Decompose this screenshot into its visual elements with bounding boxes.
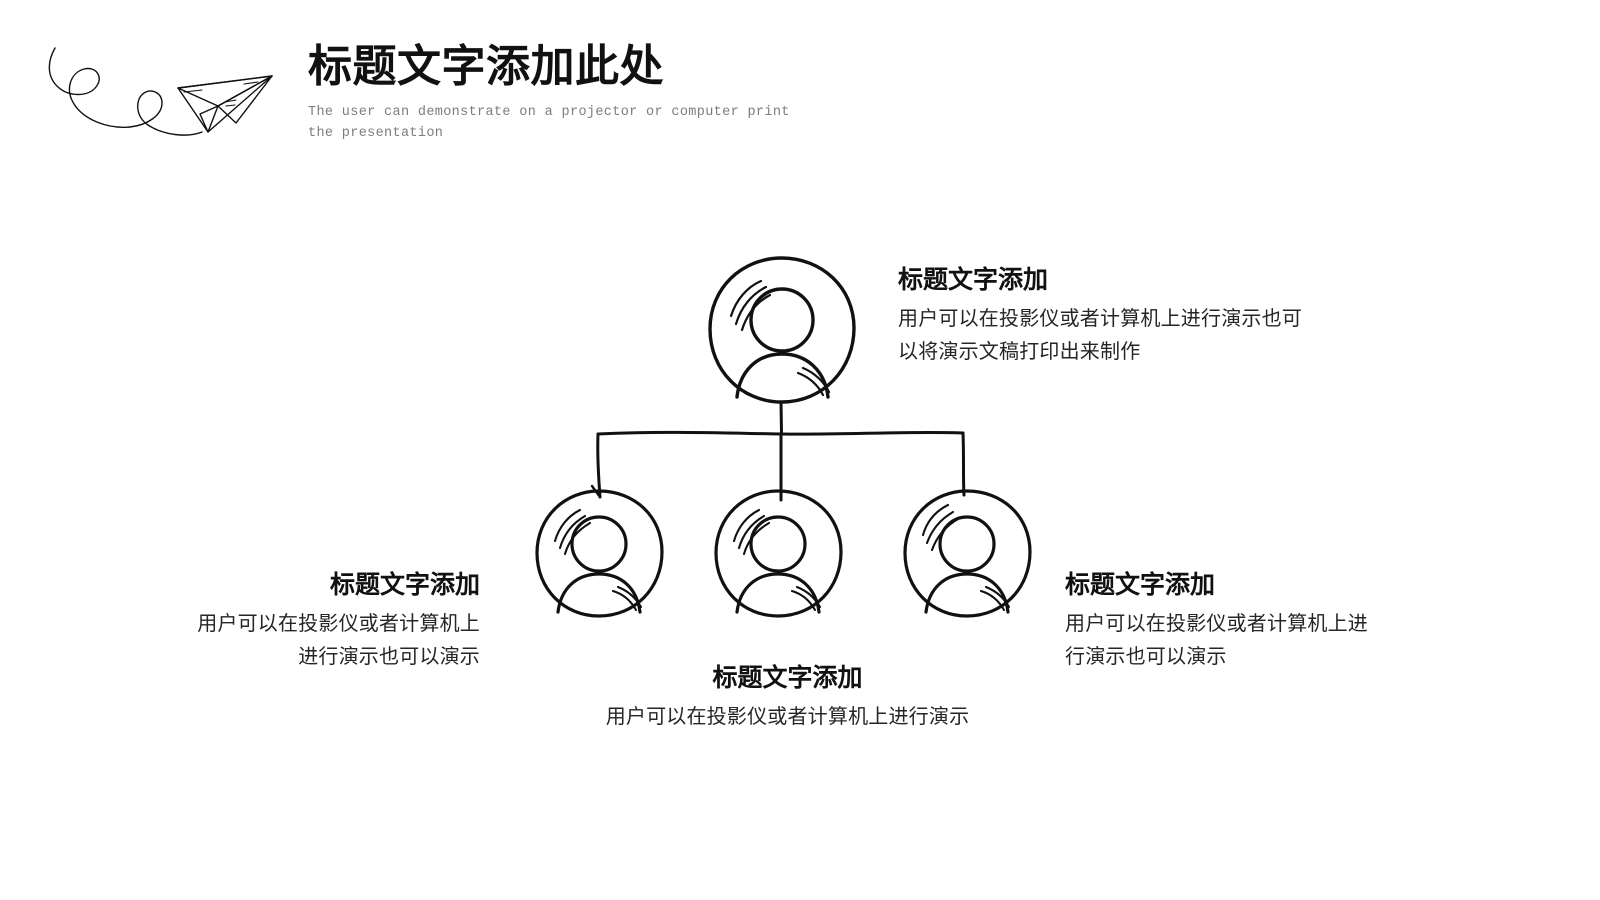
node-body-child-3: 用户可以在投影仪或者计算机上进行演示也可以演示	[1065, 613, 1368, 668]
node-text-root: 标题文字添加 用户可以在投影仪或者计算机上进行演示也可以将演示文稿打印出来制作	[898, 265, 1328, 368]
node-body-root: 用户可以在投影仪或者计算机上进行演示也可以将演示文稿打印出来制作	[898, 308, 1302, 363]
page-subtitle: The user can demonstrate on a projector …	[308, 104, 790, 141]
node-text-child-1: 标题文字添加 用户可以在投影仪或者计算机上进行演示也可以演示	[150, 570, 480, 673]
page-title: 标题文字添加此处	[308, 42, 664, 91]
node-heading-child-1: 标题文字添加	[329, 571, 480, 599]
tree-node-root[interactable]	[706, 254, 858, 406]
tree-node-child-2[interactable]	[712, 487, 845, 620]
node-heading-child-3: 标题文字添加	[1065, 571, 1216, 599]
node-text-child-2: 标题文字添加 用户可以在投影仪或者计算机上进行演示	[545, 663, 1030, 734]
node-body-child-2: 用户可以在投影仪或者计算机上进行演示	[605, 706, 970, 729]
header-text-group: 标题文字添加此处 The user can demonstrate on a p…	[308, 42, 1008, 144]
paper-airplane-decoration	[22, 28, 292, 143]
node-text-child-3: 标题文字添加 用户可以在投影仪或者计算机上进行演示也可以演示	[1065, 570, 1405, 673]
tree-node-child-3[interactable]	[901, 487, 1034, 620]
node-heading-child-2: 标题文字添加	[712, 664, 863, 692]
tree-node-child-1[interactable]	[533, 487, 666, 620]
node-heading-root: 标题文字添加	[898, 266, 1049, 294]
node-body-child-1: 用户可以在投影仪或者计算机上进行演示也可以演示	[197, 613, 480, 668]
